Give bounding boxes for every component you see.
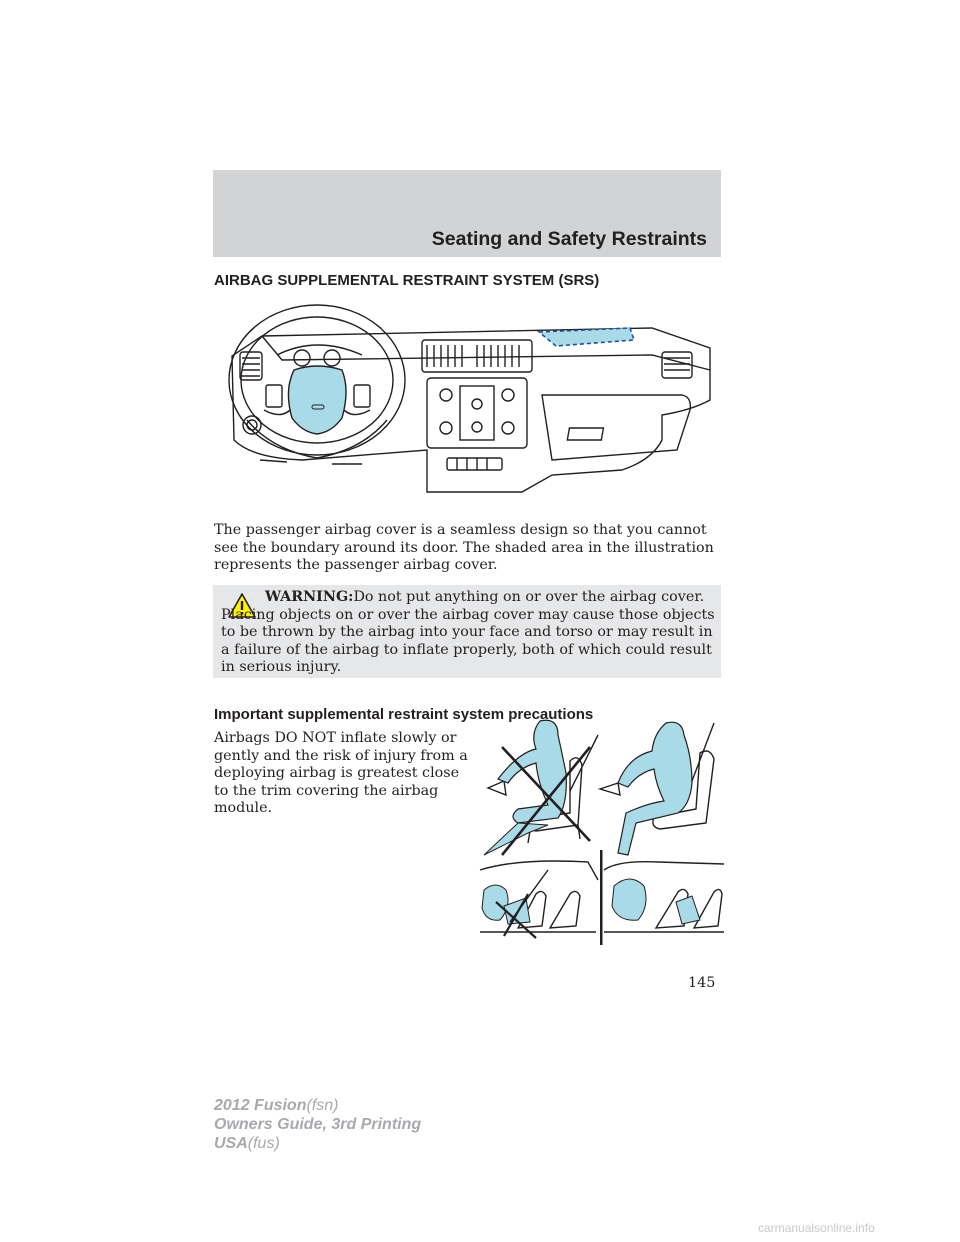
header-band: Seating and Safety Restraints	[213, 170, 721, 257]
footer-model: 2012 Fusion	[214, 1097, 307, 1114]
page-number: 145	[688, 975, 716, 991]
warning-triangle-icon	[228, 593, 256, 618]
occupant-position-illustration	[483, 719, 715, 856]
dashboard-airbag-illustration	[228, 304, 711, 493]
footer-line-1: 2012 Fusion(fsn)	[214, 1096, 421, 1115]
footer-market: USA	[214, 1135, 248, 1152]
watermark: carmanualsonline.info	[758, 1221, 875, 1235]
footer: 2012 Fusion(fsn) Owners Guide, 3rd Print…	[214, 1096, 421, 1153]
page-title: Seating and Safety Restraints	[431, 228, 707, 250]
child-seat-position-illustration	[479, 850, 724, 945]
warning-text: WARNING:Do not put anything on or over t…	[221, 589, 715, 677]
warning-box: WARNING:Do not put anything on or over t…	[213, 585, 721, 678]
footer-line-2: Owners Guide, 3rd Printing	[214, 1116, 422, 1133]
precautions-paragraph: Airbags DO NOT inflate slowly or gently …	[214, 730, 468, 816]
warning-label: WARNING:	[265, 589, 354, 605]
section-heading: AIRBAG SUPPLEMENTAL RESTRAINT SYSTEM (SR…	[214, 272, 600, 289]
warning-body: Do not put anything on or over the airba…	[221, 589, 715, 675]
footer-market-code: (fus)	[247, 1135, 280, 1152]
footer-line-3: USA(fus)	[214, 1134, 421, 1153]
subheading-precautions: Important supplemental restraint system …	[214, 706, 594, 723]
footer-model-code: (fsn)	[306, 1097, 339, 1114]
body-paragraph: The passenger airbag cover is a seamless…	[214, 522, 714, 573]
